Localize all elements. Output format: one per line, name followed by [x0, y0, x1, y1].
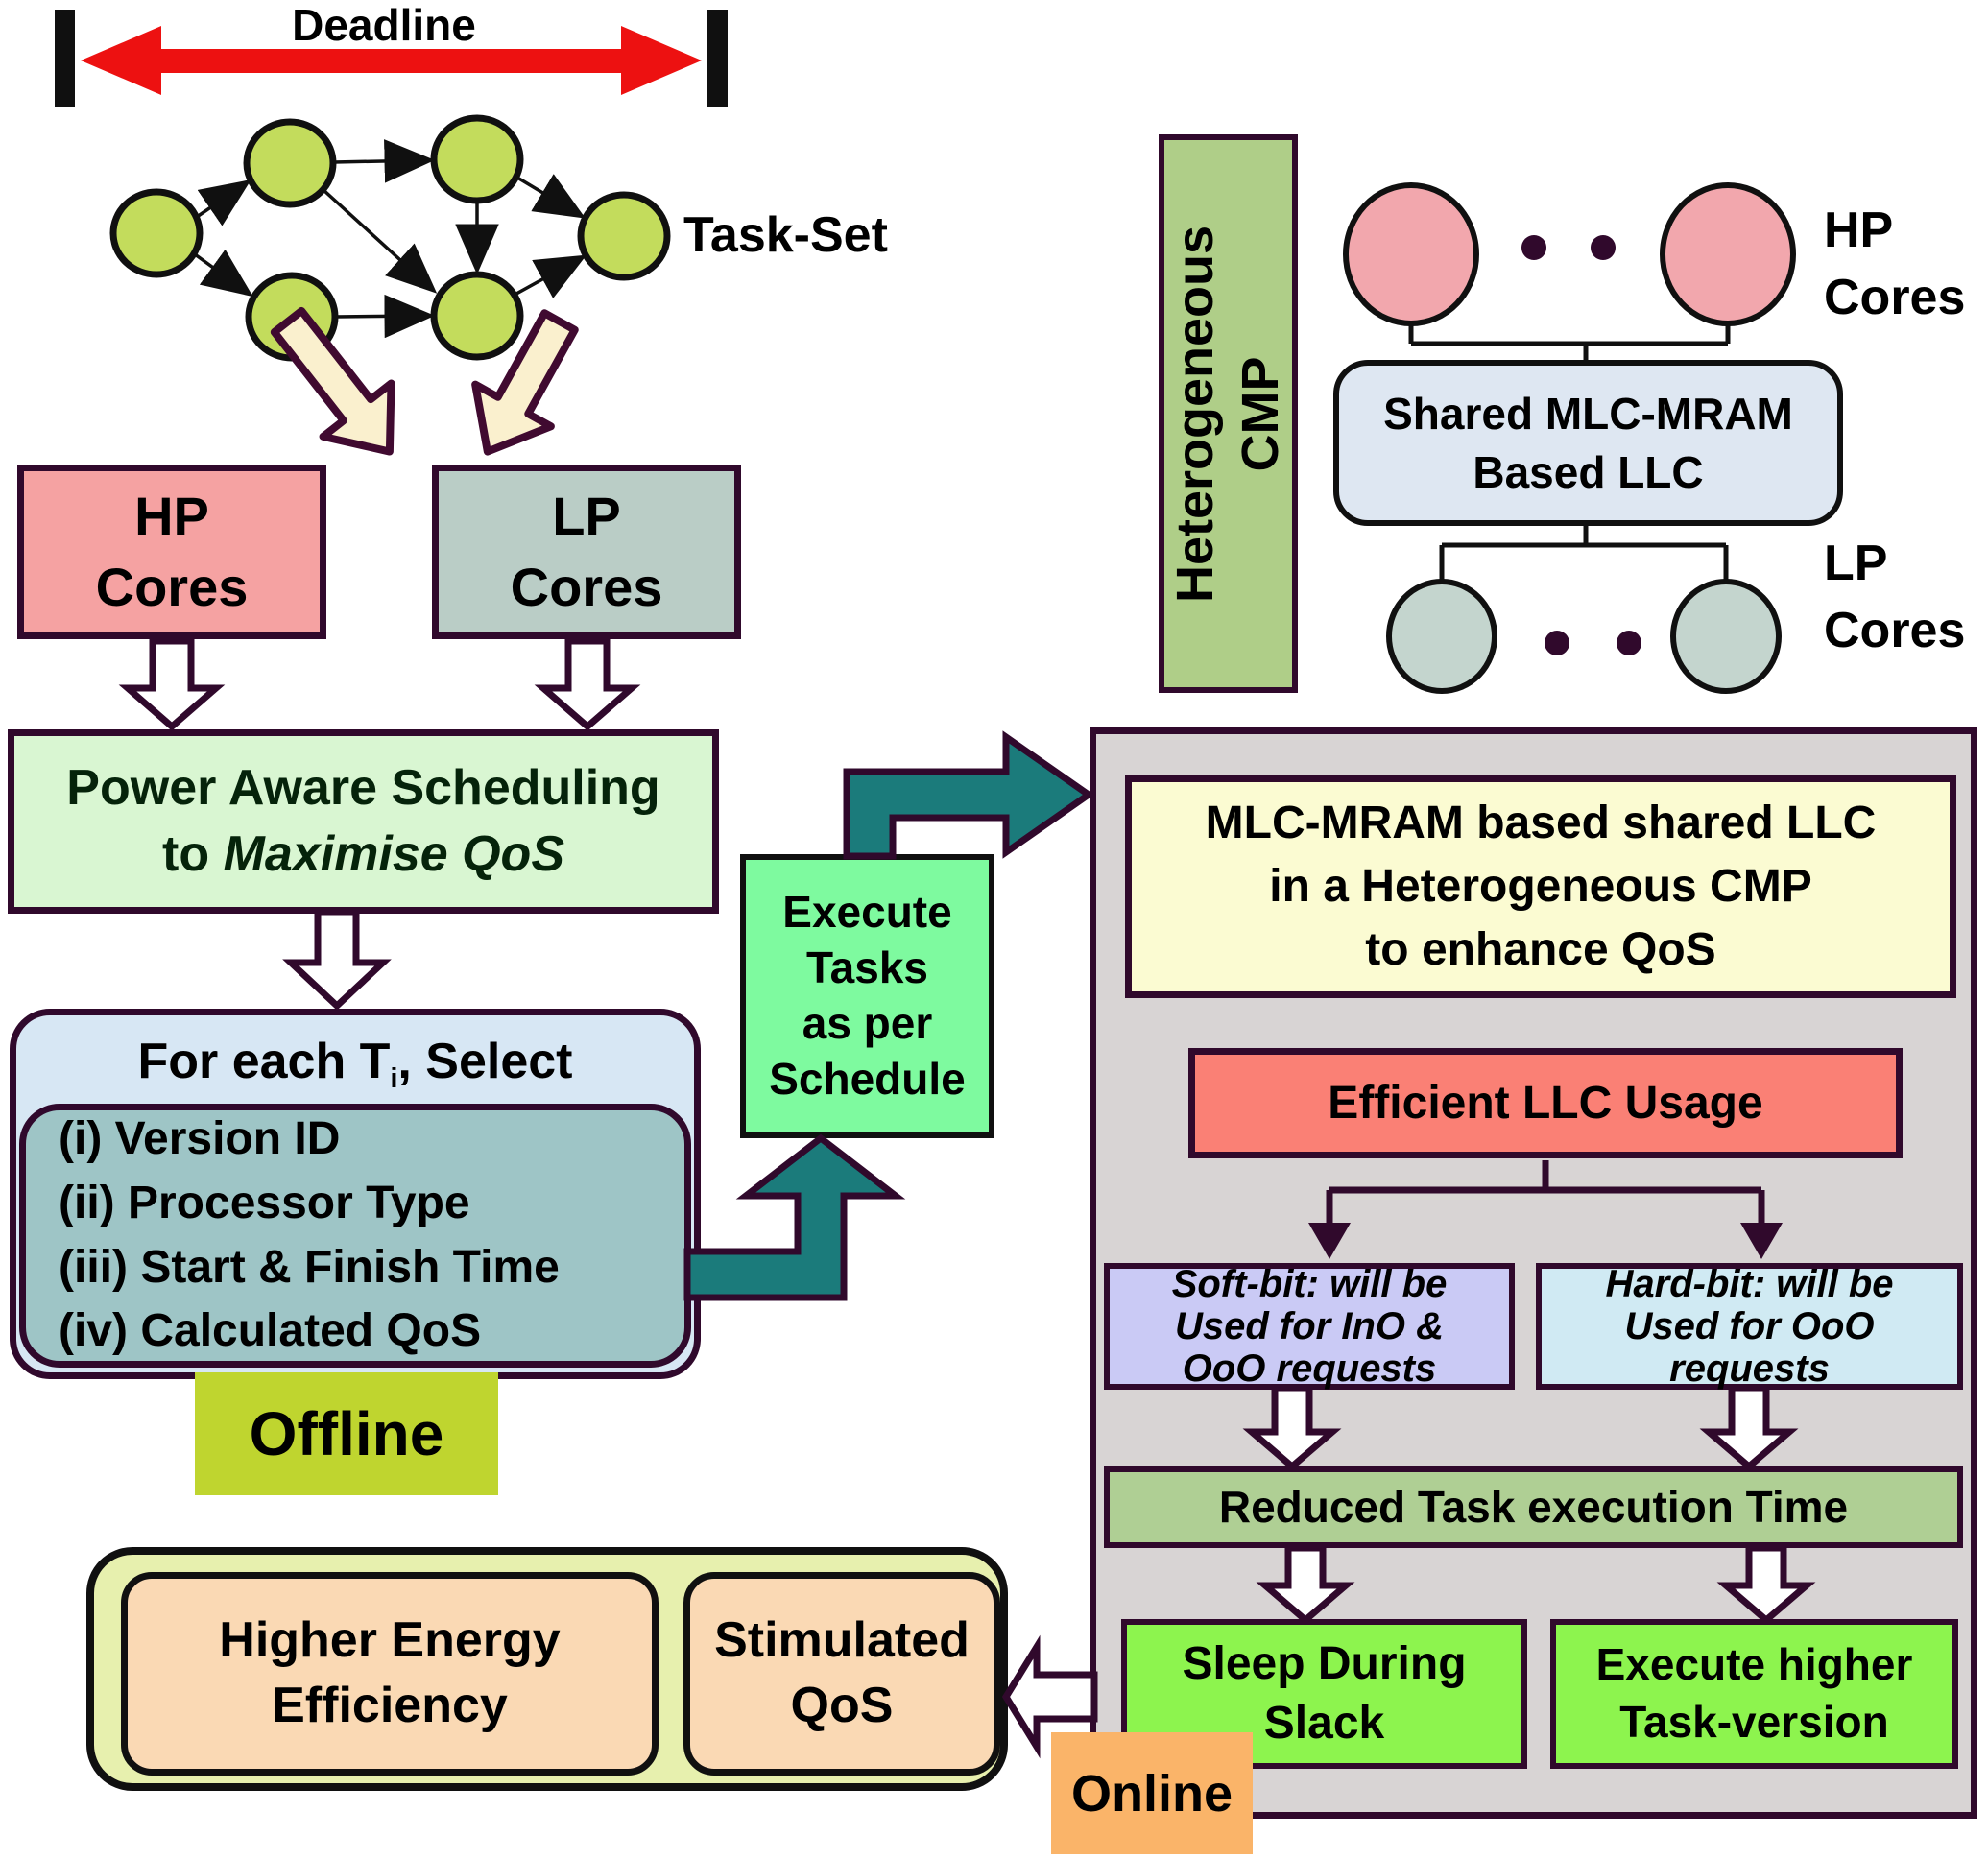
hp-cores-label: HP Cores [1824, 203, 1966, 326]
execute-to-panel-arrow [843, 730, 1095, 860]
execute-line: as per [802, 998, 933, 1048]
panel-title-line: MLC-MRAM based shared LLC [1205, 797, 1877, 848]
deadline-right-bar [707, 10, 728, 107]
higher-energy-box: Higher Energy Efficiency [121, 1572, 659, 1776]
hp-cores-line2: Cores [95, 557, 249, 617]
task-set-label: Task-Set [683, 207, 888, 263]
panel-title-line: to enhance QoS [1365, 924, 1716, 976]
for-each-title: For each Ti, Select [137, 1033, 573, 1094]
task-node [109, 188, 204, 278]
energy-line1: Higher Energy [219, 1612, 561, 1669]
task-node [243, 118, 337, 208]
criteria-item: (iv) Calculated QoS [59, 1305, 482, 1357]
ellipsis-dot [1591, 235, 1616, 260]
sleep-line: Sleep During [1182, 1637, 1467, 1689]
exec-higher-line: Task-version [1619, 1697, 1889, 1747]
selection-criteria-box: (i) Version ID (ii) Processor Type (iii)… [19, 1104, 691, 1368]
offline-label: Offline [195, 1372, 498, 1495]
energy-line2: Efficiency [272, 1678, 508, 1733]
qos-line2: QoS [790, 1678, 894, 1733]
ellipsis-dot [1545, 631, 1569, 655]
selection-to-execute-arrow [683, 1133, 906, 1301]
execute-line: Tasks [805, 942, 929, 993]
lp-to-scheduling-arrow [534, 637, 641, 731]
taskset-to-lp-arrow [471, 309, 579, 456]
reduced-execution-label: Reduced Task execution Time [1218, 1482, 1849, 1533]
soft-bit-line: Soft-bit: will be [1171, 1263, 1448, 1305]
execute-higher-version-box: Execute higher Task-version [1550, 1619, 1958, 1769]
task-node [577, 191, 671, 281]
deadline-left-bar [55, 10, 75, 107]
heterogeneous-cmp-bar: Heterogeneous CMP [1159, 134, 1298, 693]
llc-line2: Based LLC [1473, 446, 1704, 497]
hp-core-circle [1343, 182, 1479, 326]
sleep-line: Slack [1263, 1698, 1385, 1749]
ellipsis-dot [1617, 631, 1641, 655]
execute-tasks-box: Execute Tasks as per Schedule [740, 854, 994, 1138]
exec-higher-line: Execute higher [1595, 1639, 1913, 1690]
panel-title-box: MLC-MRAM based shared LLC in a Heterogen… [1125, 775, 1956, 998]
efficient-llc-box: Efficient LLC Usage [1188, 1048, 1903, 1158]
lp-cores-box: LP Cores [432, 465, 741, 639]
execute-line: Schedule [769, 1053, 966, 1104]
hard-bit-line: Used for OoO [1624, 1305, 1875, 1347]
ellipsis-dot [1521, 235, 1546, 260]
online-label: Online [1051, 1732, 1253, 1854]
hp-core-circle [1660, 182, 1796, 326]
reduced-execution-box: Reduced Task execution Time [1104, 1466, 1963, 1548]
criteria-item: (i) Version ID [59, 1113, 341, 1165]
lp-core-circle [1386, 579, 1497, 694]
hard-bit-box: Hard-bit: will be Used for OoO requests [1536, 1263, 1963, 1390]
deadline-label: Deadline [292, 0, 476, 50]
panel-title-line: in a Heterogeneous CMP [1269, 860, 1812, 912]
hp-cores-line1: HP [134, 486, 209, 547]
criteria-item: (iii) Start & Finish Time [59, 1241, 560, 1293]
task-dag-nodes [109, 114, 671, 362]
execute-line: Execute [782, 887, 952, 938]
hp-to-scheduling-arrow [118, 637, 226, 731]
task-node [430, 271, 524, 361]
lp-core-circle [1670, 579, 1782, 694]
power-line1: Power Aware Scheduling [66, 760, 660, 817]
soft-bit-line: OoO requests [1182, 1347, 1437, 1390]
stimulated-qos-box: Stimulated QoS [683, 1572, 1000, 1776]
soft-bit-box: Soft-bit: will be Used for InO & OoO req… [1104, 1263, 1515, 1390]
hard-bit-line: Hard-bit: will be [1605, 1263, 1894, 1305]
task-dag-edges [193, 139, 587, 339]
hard-bit-line: requests [1669, 1347, 1830, 1390]
hp-cores-box: HP Cores [17, 465, 326, 639]
llc-line1: Shared MLC-MRAM [1383, 388, 1793, 439]
qos-line1: Stimulated [714, 1612, 970, 1669]
criteria-item: (ii) Processor Type [59, 1177, 470, 1228]
lp-cores-line1: LP [552, 486, 621, 547]
heterogeneous-cmp-label: Heterogeneous CMP [1166, 225, 1289, 603]
power-line2: to Maximise QoS [162, 826, 564, 882]
shared-llc-box: Shared MLC-MRAM Based LLC [1333, 360, 1843, 526]
taskset-to-hp-arrow [270, 306, 395, 456]
efficient-llc-label: Efficient LLC Usage [1328, 1077, 1763, 1129]
power-aware-scheduling-box: Power Aware Scheduling to Maximise QoS [8, 729, 719, 914]
lp-cores-line2: Cores [510, 557, 663, 617]
lp-cores-label: LP Cores [1824, 536, 1966, 659]
soft-bit-line: Used for InO & [1174, 1305, 1445, 1347]
task-node [245, 272, 339, 362]
task-node [430, 114, 524, 204]
scheduling-to-foreach-arrow [282, 908, 392, 1011]
